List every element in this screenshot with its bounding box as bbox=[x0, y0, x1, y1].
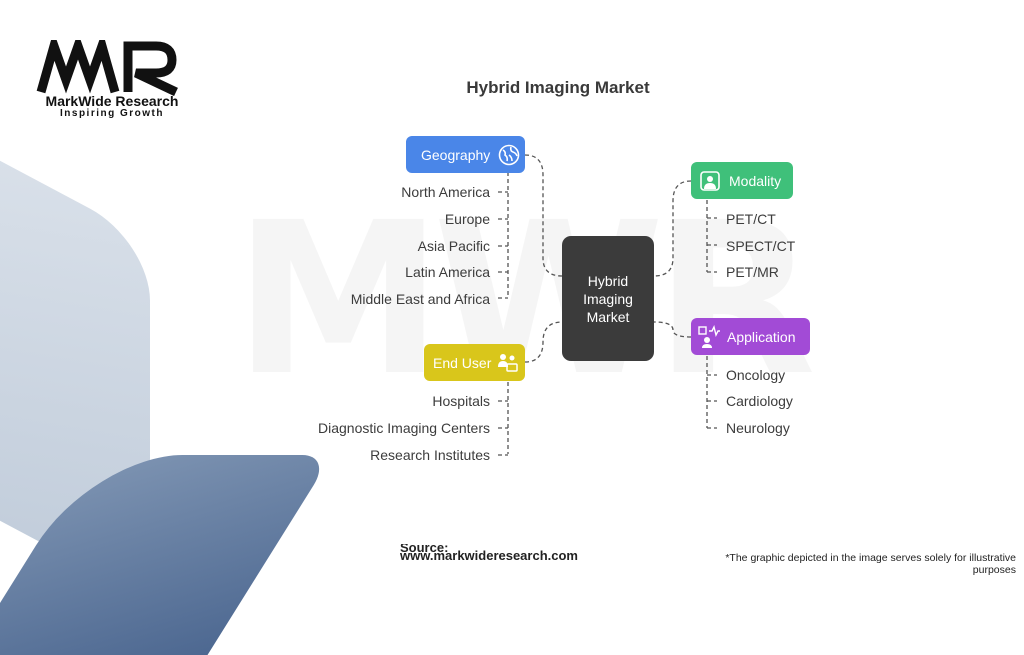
connector-end-user bbox=[524, 321, 563, 363]
disclaimer-note: *The graphic depicted in the image serve… bbox=[725, 552, 1016, 576]
geography-item-4: Middle East and Africa bbox=[350, 291, 490, 307]
geography-item-0: North America bbox=[401, 184, 490, 200]
category-geography: Geography bbox=[406, 136, 525, 173]
connector-application bbox=[653, 321, 692, 338]
end-user-item-2: Research Institutes bbox=[370, 447, 490, 463]
category-modality: Modality bbox=[691, 162, 793, 199]
connector-geography bbox=[524, 154, 563, 277]
application-item-0: Oncology bbox=[726, 367, 786, 383]
geography-item-1: Europe bbox=[444, 211, 490, 227]
geography-item-2: Asia Pacific bbox=[417, 238, 490, 254]
logo-name: MarkWide Research bbox=[45, 93, 179, 109]
source-text: Source: www.markwideresearch.com bbox=[400, 544, 578, 560]
category-application: Application bbox=[691, 318, 810, 355]
center-node: Hybrid Imaging Market bbox=[562, 236, 654, 361]
category-end-user-label: End User bbox=[433, 354, 492, 371]
category-modality-label: Modality bbox=[729, 172, 782, 189]
logo-mark-icon bbox=[36, 40, 178, 96]
scanner-icon bbox=[700, 170, 720, 191]
category-geography-label: Geography bbox=[421, 146, 491, 163]
diagram-title: Hybrid Imaging Market bbox=[466, 78, 650, 97]
end-user-item-1: Diagnostic Imaging Centers bbox=[318, 420, 490, 436]
logo-tagline: Inspiring Growth bbox=[60, 108, 164, 119]
category-end-user: End User bbox=[424, 344, 525, 381]
application-item-1: Cardiology bbox=[726, 393, 793, 409]
geography-item-3: Latin America bbox=[405, 264, 490, 280]
modality-item-2: PET/MR bbox=[726, 264, 779, 280]
users-icon bbox=[498, 353, 519, 372]
diagnosis-icon bbox=[698, 324, 720, 348]
center-node-label: Hybrid Imaging Market bbox=[583, 272, 633, 325]
modality-item-1: SPECT/CT bbox=[726, 238, 796, 254]
globe-icon bbox=[498, 144, 520, 165]
end-user-item-0: Hospitals bbox=[432, 393, 490, 409]
connector-modality bbox=[653, 180, 692, 277]
modality-item-0: PET/CT bbox=[726, 211, 776, 227]
category-application-label: Application bbox=[727, 328, 796, 345]
application-item-2: Neurology bbox=[726, 420, 790, 436]
